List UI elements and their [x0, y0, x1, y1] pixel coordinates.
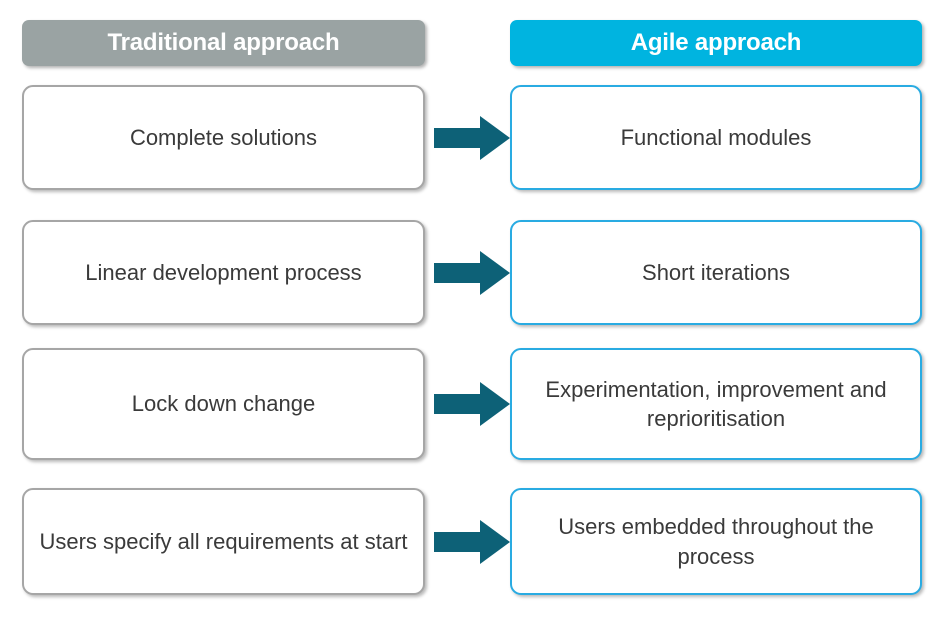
- arrow-right-icon: [434, 381, 510, 427]
- comparison-row: Lock down change Experimentation, improv…: [0, 348, 945, 460]
- column-header-traditional: Traditional approach: [22, 20, 425, 66]
- traditional-item: Linear development process: [22, 220, 425, 325]
- comparison-row: Users specify all requirements at start …: [0, 488, 945, 595]
- agile-item: Short iterations: [510, 220, 922, 325]
- agile-item: Users embedded throughout the process: [510, 488, 922, 595]
- comparison-row: Linear development process Short iterati…: [0, 220, 945, 325]
- arrow-right-icon: [434, 250, 510, 296]
- traditional-item: Lock down change: [22, 348, 425, 460]
- arrow-right-icon: [434, 519, 510, 565]
- column-header-agile: Agile approach: [510, 20, 922, 66]
- agile-item: Experimentation, improvement and reprior…: [510, 348, 922, 460]
- agile-item: Functional modules: [510, 85, 922, 190]
- traditional-item: Complete solutions: [22, 85, 425, 190]
- traditional-item: Users specify all requirements at start: [22, 488, 425, 595]
- comparison-row: Complete solutions Functional modules: [0, 85, 945, 190]
- arrow-right-icon: [434, 115, 510, 161]
